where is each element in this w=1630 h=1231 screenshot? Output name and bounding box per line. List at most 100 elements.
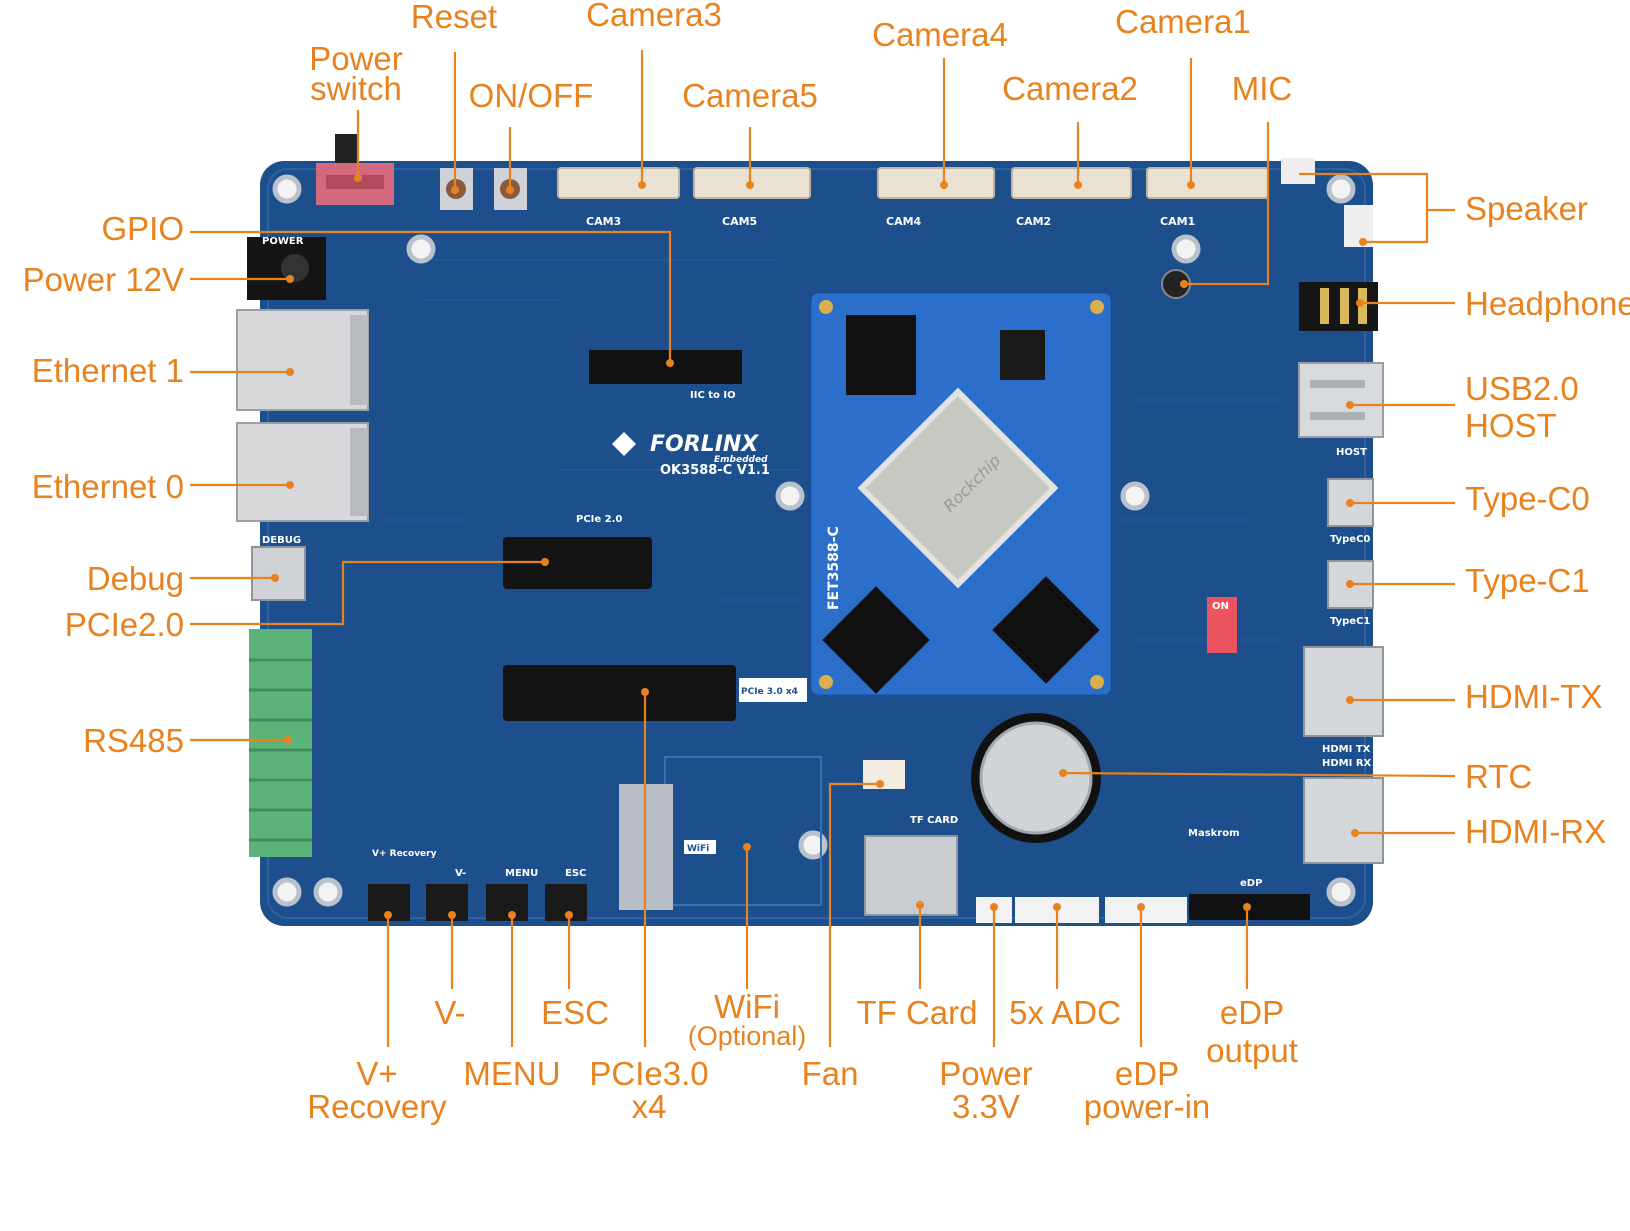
- callout-labels: Reset Power switch Camera3 ON/OFF Camera…: [23, 0, 1630, 1125]
- type-c0-port[interactable]: TypeC0: [1327, 478, 1374, 545]
- silk-vminus: V-: [455, 868, 466, 879]
- usb-host-port[interactable]: HOST: [1298, 362, 1384, 458]
- silk-pcie3: PCIe 3.0 x4: [741, 687, 798, 697]
- label-hdmi-tx: HDMI-TX: [1465, 678, 1602, 715]
- label-edp-power-2: power-in: [1084, 1088, 1211, 1125]
- edp-power-connector: [1105, 897, 1187, 923]
- label-headphone: Headphone: [1465, 285, 1630, 322]
- label-type-c1: Type-C1: [1465, 562, 1590, 599]
- label-rs485: RS485: [83, 722, 184, 759]
- hdmi-rx-port[interactable]: HDMI RX: [1303, 758, 1384, 864]
- silk-on: ON: [1212, 601, 1229, 612]
- label-v-plus-1: V+: [356, 1055, 397, 1092]
- som-module: Rockchip FET3588-C: [808, 290, 1114, 698]
- label-usb-host-2: HOST: [1465, 407, 1557, 444]
- ethernet1-port[interactable]: [236, 309, 369, 411]
- vminus-button[interactable]: V-: [426, 868, 468, 921]
- silk-tfcard: TF CARD: [910, 815, 958, 826]
- silk-som-model: FET3588-C: [826, 526, 842, 610]
- label-pcie3-2: x4: [632, 1088, 667, 1125]
- label-menu: MENU: [463, 1055, 560, 1092]
- label-edp-power-1: eDP: [1115, 1055, 1179, 1092]
- label-adc: 5x ADC: [1009, 994, 1121, 1031]
- label-wifi-1: WiFi: [714, 988, 780, 1025]
- label-type-c0: Type-C0: [1465, 480, 1590, 517]
- label-pcie3-1: PCIe3.0: [589, 1055, 708, 1092]
- label-fan: Fan: [802, 1055, 859, 1092]
- label-edp-output-1: eDP: [1220, 994, 1284, 1031]
- silk-debug: DEBUG: [262, 535, 301, 546]
- silk-cam1: CAM1: [1160, 215, 1195, 228]
- silk-cam5: CAM5: [722, 215, 757, 228]
- pcb-board: CAM3 CAM5 CAM4 CAM2 CAM1 POWER DEBUG IIC…: [236, 134, 1384, 926]
- silk-maskrom: Maskrom: [1188, 828, 1240, 839]
- rtc-battery: [971, 713, 1101, 843]
- label-v-plus-2: Recovery: [307, 1088, 447, 1125]
- label-hdmi-rx: HDMI-RX: [1465, 813, 1606, 850]
- label-power-switch-2: switch: [310, 70, 402, 107]
- silk-brand-sub: Embedded: [714, 455, 768, 465]
- label-camera5: Camera5: [682, 77, 818, 114]
- speaker-connector: [1281, 158, 1373, 247]
- label-rtc: RTC: [1465, 758, 1532, 795]
- power-jack: POWER: [247, 236, 326, 300]
- label-ethernet1: Ethernet 1: [32, 352, 184, 389]
- tf-card-slot[interactable]: TF CARD: [864, 815, 958, 916]
- ethernet0-port[interactable]: [236, 422, 369, 522]
- silk-vplus: V+ Recovery: [372, 849, 437, 859]
- silk-esc: ESC: [565, 868, 586, 879]
- label-on-off: ON/OFF: [469, 77, 594, 114]
- silk-host: HOST: [1336, 447, 1367, 458]
- label-v-minus: V-: [434, 994, 465, 1031]
- silk-hdmitx: HDMI TX: [1322, 744, 1371, 755]
- silk-typec1: TypeC1: [1330, 616, 1370, 627]
- label-speaker: Speaker: [1465, 190, 1588, 227]
- camera-connectors: [557, 167, 1269, 199]
- label-esc: ESC: [541, 994, 609, 1031]
- label-tf-card: TF Card: [856, 994, 977, 1031]
- label-camera3: Camera3: [586, 0, 722, 33]
- silk-iic: IIC to IO: [690, 390, 736, 401]
- menu-button[interactable]: MENU: [486, 868, 538, 921]
- gpio-header: IIC to IO: [589, 350, 742, 401]
- silk-cam2: CAM2: [1016, 215, 1051, 228]
- silk-model: OK3588-C V1.1: [660, 463, 770, 478]
- label-wifi-2: (Optional): [688, 1021, 807, 1051]
- silk-cam3: CAM3: [586, 215, 621, 228]
- forlinx-logo: FORLINX Embedded OK3588-C V1.1: [612, 432, 770, 478]
- silk-cam4: CAM4: [886, 215, 922, 228]
- rs485-terminal: [249, 629, 312, 857]
- label-usb-host-1: USB2.0: [1465, 370, 1579, 407]
- label-power-33v-2: 3.3V: [952, 1088, 1020, 1125]
- label-power-33v-1: Power: [939, 1055, 1033, 1092]
- label-edp-output-2: output: [1206, 1032, 1298, 1069]
- silk-typec0: TypeC0: [1330, 534, 1370, 545]
- silk-menu: MENU: [505, 868, 538, 879]
- power-switch[interactable]: [316, 134, 394, 205]
- label-camera2: Camera2: [1002, 70, 1138, 107]
- label-camera1: Camera1: [1115, 3, 1251, 40]
- silk-power: POWER: [262, 236, 304, 247]
- boot-dip-switch[interactable]: ON: [1207, 597, 1237, 653]
- type-c1-port[interactable]: TypeC1: [1327, 560, 1374, 627]
- silk-edp: eDP: [1240, 878, 1262, 889]
- headphone-jack[interactable]: [1299, 282, 1378, 331]
- label-ethernet0: Ethernet 0: [32, 468, 184, 505]
- silk-brand: FORLINX: [650, 432, 759, 457]
- silk-wifi: WiFi: [687, 844, 709, 854]
- label-camera4: Camera4: [872, 16, 1008, 53]
- label-gpio: GPIO: [101, 210, 184, 247]
- pcie2-slot: PCIe 2.0: [503, 514, 652, 589]
- label-debug: Debug: [87, 560, 184, 597]
- debug-usb-c[interactable]: DEBUG: [251, 535, 306, 601]
- hdmi-tx-port[interactable]: HDMI TX: [1303, 646, 1384, 755]
- label-reset: Reset: [411, 0, 497, 35]
- leader-lines: [190, 50, 1456, 1047]
- mounting-holes: [272, 174, 1356, 907]
- pcie3-slot: PCIe 3.0 x4: [503, 665, 807, 721]
- label-power-12v: Power 12V: [23, 261, 184, 298]
- silk-hdmirx: HDMI RX: [1322, 758, 1372, 769]
- label-pcie2: PCIe2.0: [65, 606, 184, 643]
- silk-pcie2: PCIe 2.0: [576, 514, 622, 525]
